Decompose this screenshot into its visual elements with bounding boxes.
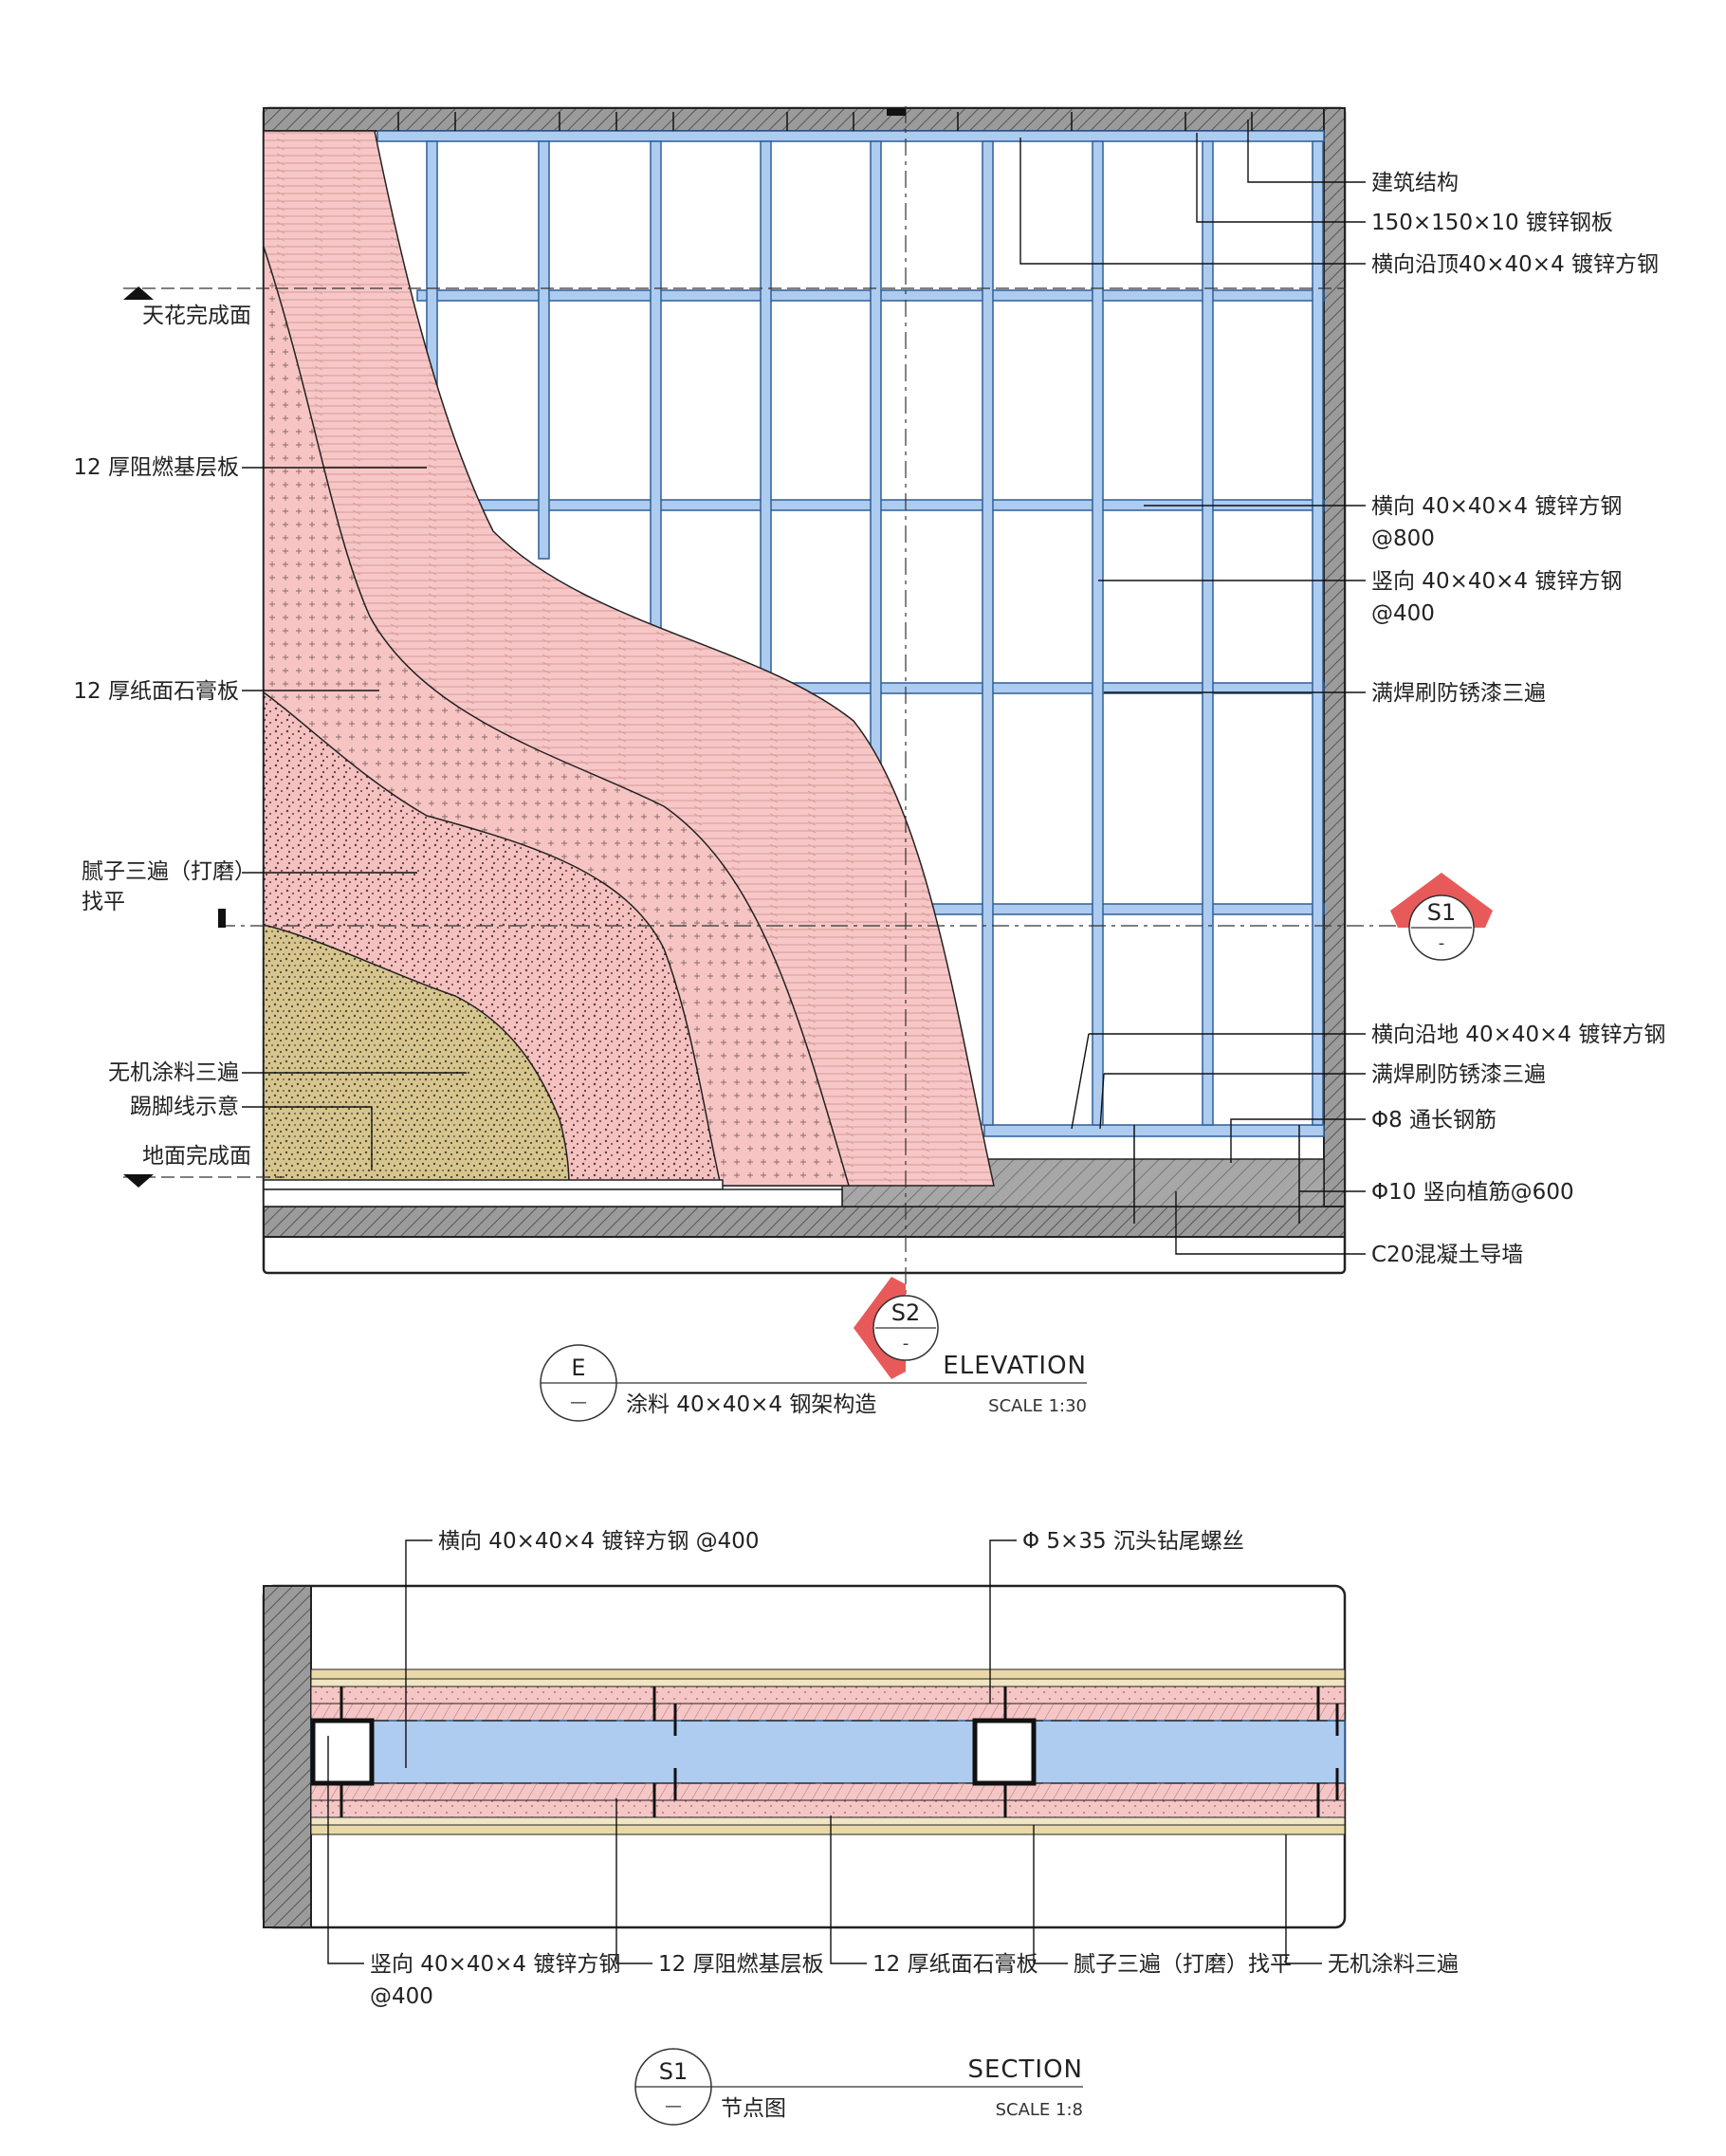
s2-marker-id: S2 bbox=[891, 1299, 921, 1326]
section-structure-wall bbox=[263, 1585, 312, 1928]
section-label-gypsum-board: 12 厚纸面石膏板 bbox=[872, 1952, 1038, 1977]
section-square-tube-2 bbox=[972, 1718, 1037, 1786]
vertical-steel-2 bbox=[538, 140, 550, 560]
label-rebar: Φ8 通长钢筋 bbox=[1371, 1108, 1496, 1133]
label-vertical-steel: 竖向 40×40×4 镀锌方钢 bbox=[1371, 569, 1622, 594]
section-label-vertical-steel: 竖向 40×40×4 镀锌方钢 bbox=[370, 1952, 620, 1977]
floor-level-marker bbox=[123, 1174, 154, 1188]
top-anchor-bolts bbox=[397, 112, 1253, 131]
vertical-steel-7 bbox=[1092, 140, 1104, 1126]
s2-marker-sub: - bbox=[903, 1334, 909, 1354]
section-fire-board-bottom bbox=[310, 1782, 1346, 1801]
elevation-title-block: E — 涂料 40×40×4 钢架构造 ELEVATION SCALE 1:30 bbox=[540, 1344, 1087, 1422]
label-bottom-track: 横向沿地 40×40×4 镀锌方钢 bbox=[1371, 1023, 1665, 1047]
section-leader-fire-board bbox=[615, 1798, 652, 1964]
s1-marker-id: S1 bbox=[1427, 899, 1457, 926]
right-structure-wall bbox=[1323, 107, 1346, 1238]
section-name: 节点图 bbox=[721, 2096, 786, 2121]
vertical-steel-1 bbox=[426, 140, 438, 389]
label-concrete-wall: C20混凝土导墙 bbox=[1371, 1243, 1523, 1267]
section-label-horizontal-steel: 横向 40×40×4 镀锌方钢 @400 bbox=[438, 1529, 760, 1554]
vertical-steel-4 bbox=[760, 140, 772, 730]
section-fire-board-top bbox=[310, 1703, 1346, 1722]
cut-mark-left bbox=[218, 909, 226, 928]
label-horizontal-spacing: @800 bbox=[1371, 526, 1435, 551]
s1-marker-sub: - bbox=[1439, 933, 1445, 953]
vertical-steel-6 bbox=[982, 140, 994, 1126]
section-sub: — bbox=[665, 2096, 682, 2116]
section-drawing: 横向 40×40×4 镀锌方钢 @400 Φ 5×35 沉头钻尾螺丝 竖向 40… bbox=[262, 1529, 1459, 2126]
label-fire-board: 12 厚阻燃基层板 bbox=[73, 455, 239, 480]
label-welding: 满焊刷防锈漆三遍 bbox=[1371, 681, 1546, 706]
section-leader-putty bbox=[1033, 1825, 1068, 1964]
section-leader-paint bbox=[1285, 1834, 1322, 1964]
section-title-block: S1 — 节点图 SECTION SCALE 1:8 bbox=[634, 2048, 1083, 2126]
label-putty-line1: 腻子三遍（打磨） bbox=[82, 859, 256, 884]
label-anchor-rebar: Φ10 竖向植筋@600 bbox=[1371, 1180, 1574, 1205]
paint-layer bbox=[263, 924, 570, 1187]
floor-slab bbox=[263, 1206, 1346, 1238]
section-id: S1 bbox=[659, 2058, 689, 2085]
label-steel-plate: 150×150×10 镀锌钢板 bbox=[1371, 211, 1613, 235]
section-leader-gypsum-board bbox=[830, 1815, 867, 1964]
elevation-name: 涂料 40×40×4 钢架构造 bbox=[626, 1392, 876, 1417]
floor-finish-band bbox=[263, 1189, 843, 1207]
label-vertical-spacing: @400 bbox=[1371, 601, 1435, 626]
label-structure: 建筑结构 bbox=[1371, 171, 1459, 195]
label-floor-finish: 地面完成面 bbox=[142, 1144, 251, 1169]
label-ceiling-finish: 天花完成面 bbox=[142, 304, 251, 328]
section-paint-bottom bbox=[310, 1824, 1346, 1835]
label-welding-bottom: 满焊刷防锈漆三遍 bbox=[1371, 1062, 1546, 1087]
section-marker-s1: S1 - bbox=[1390, 873, 1493, 961]
right-leaders bbox=[1019, 120, 1366, 1255]
elevation-scale: SCALE 1:30 bbox=[988, 1396, 1087, 1416]
section-scale: SCALE 1:8 bbox=[996, 2100, 1083, 2120]
top-track-steel bbox=[376, 130, 1325, 142]
label-horizontal-steel: 横向 40×40×4 镀锌方钢 bbox=[1371, 494, 1622, 519]
section-label-screw: Φ 5×35 沉头钻尾螺丝 bbox=[1022, 1529, 1244, 1554]
section-putty-bottom bbox=[310, 1816, 1346, 1826]
vertical-steel-8 bbox=[1202, 140, 1214, 1126]
elevation-drawing: S1 - S2 - bbox=[73, 106, 1665, 1422]
label-skirting: 踢脚线示意 bbox=[130, 1095, 239, 1119]
section-leader-vertical-steel bbox=[327, 1736, 364, 1964]
section-gypsum-bottom bbox=[310, 1799, 1346, 1818]
label-paint: 无机涂料三遍 bbox=[108, 1060, 239, 1085]
vertical-steel-9 bbox=[1312, 140, 1324, 1126]
label-top-track: 横向沿顶40×40×4 镀锌方钢 bbox=[1371, 252, 1659, 277]
section-leader-screw bbox=[989, 1539, 1017, 1704]
section-steel-core bbox=[310, 1720, 1346, 1784]
anchor-rebars bbox=[1133, 1125, 1300, 1224]
elevation-id: E bbox=[571, 1354, 585, 1381]
section-label-putty: 腻子三遍（打磨）找平 bbox=[1074, 1952, 1292, 1977]
ceiling-level-marker bbox=[123, 286, 154, 300]
top-structure-slab bbox=[263, 107, 1346, 132]
section-square-tube-1 bbox=[310, 1718, 375, 1786]
section-marker-s2: S2 - bbox=[854, 1277, 939, 1379]
section-label-vertical-spacing: @400 bbox=[370, 1984, 433, 2009]
section-kind: SECTION bbox=[967, 2055, 1083, 2084]
section-gypsum-top bbox=[310, 1686, 1346, 1705]
section-paint-top bbox=[310, 1668, 1346, 1680]
section-label-fire-board: 12 厚阻燃基层板 bbox=[658, 1952, 824, 1977]
vertical-steel-5 bbox=[870, 140, 882, 844]
section-label-paint: 无机涂料三遍 bbox=[1328, 1952, 1459, 1977]
section-putty-top bbox=[310, 1678, 1346, 1687]
cut-mark-top bbox=[887, 108, 906, 116]
skirting bbox=[263, 1179, 724, 1190]
section-leader-horizontal-steel bbox=[405, 1539, 432, 1768]
bottom-track-steel bbox=[983, 1124, 1325, 1137]
label-gypsum-board: 12 厚纸面石膏板 bbox=[73, 679, 239, 704]
vertical-steel-3 bbox=[650, 140, 662, 645]
elevation-kind: ELEVATION bbox=[943, 1352, 1087, 1380]
label-putty-line2: 找平 bbox=[82, 890, 125, 914]
section-screws bbox=[340, 1686, 1339, 1817]
elevation-sub: — bbox=[570, 1392, 587, 1412]
left-leaders bbox=[242, 467, 467, 1170]
